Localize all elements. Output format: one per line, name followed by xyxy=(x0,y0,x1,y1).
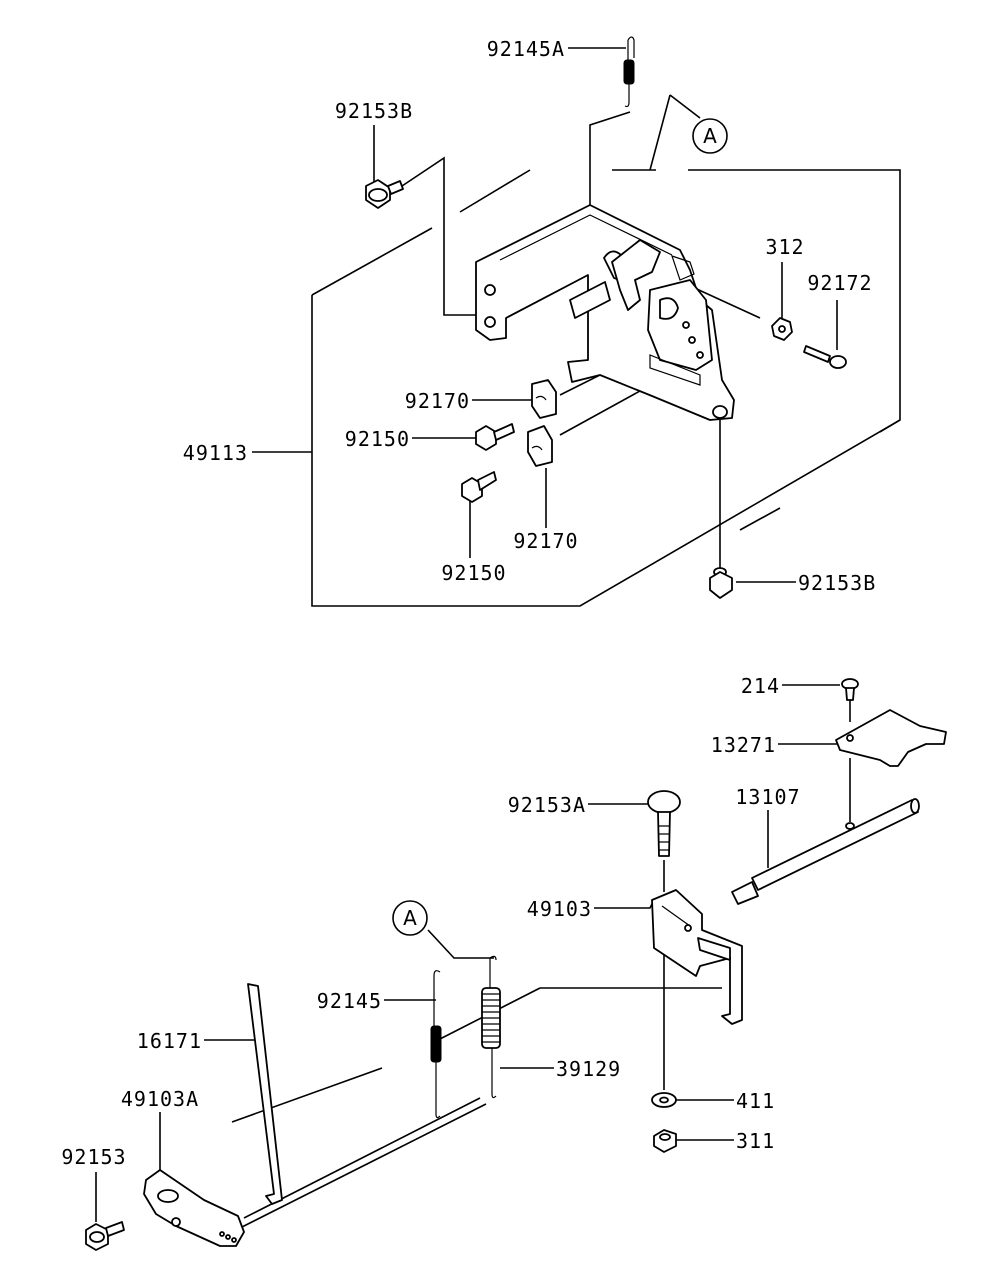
label-312: 312 xyxy=(765,235,804,259)
bolt-92153B-bottom xyxy=(709,567,733,599)
label-92145: 92145 xyxy=(317,989,382,1013)
rod-16171 xyxy=(247,983,283,1205)
leader-lines-bottom xyxy=(95,684,851,1229)
label-92172: 92172 xyxy=(807,271,872,295)
assembly-outline-49113 xyxy=(252,169,901,607)
label-49103: 49103 xyxy=(527,897,592,921)
ref-a-top-text: A xyxy=(703,124,717,148)
washer-411 xyxy=(651,1092,677,1108)
nut-311 xyxy=(653,1129,677,1153)
screw-214 xyxy=(841,678,859,701)
bolt-92150-lower xyxy=(461,471,497,503)
label-92153B-bottom: 92153B xyxy=(798,571,876,595)
bolt-92153 xyxy=(85,1221,125,1251)
label-92170-lower: 92170 xyxy=(513,529,578,553)
arm-49103A xyxy=(143,1169,245,1247)
ref-a-bottom-text: A xyxy=(403,906,417,930)
label-411: 411 xyxy=(736,1089,775,1113)
label-92153: 92153 xyxy=(61,1145,126,1169)
clamp-92170-lower xyxy=(527,425,553,467)
lever-49103 xyxy=(651,889,743,1025)
label-92170-upper: 92170 xyxy=(405,389,470,413)
bolt-92153A xyxy=(647,790,681,857)
ref-a-bottom: A xyxy=(392,900,428,936)
label-92145A: 92145A xyxy=(487,37,565,61)
clamp-92170-upper xyxy=(531,379,557,419)
shaft-13107 xyxy=(731,798,920,905)
bolt-92150-upper xyxy=(475,423,515,451)
ref-a-top: A xyxy=(692,118,728,154)
spring-92145A xyxy=(623,36,635,108)
label-92153A: 92153A xyxy=(508,793,586,817)
spring-39129 xyxy=(481,955,501,1099)
label-49103A: 49103A xyxy=(121,1087,199,1111)
spring-92145 xyxy=(430,970,442,1119)
label-214: 214 xyxy=(741,674,780,698)
label-13107: 13107 xyxy=(735,785,800,809)
label-13271: 13271 xyxy=(711,733,776,757)
label-311: 311 xyxy=(736,1129,775,1153)
plate-13271 xyxy=(835,709,947,767)
label-92150-lower: 92150 xyxy=(441,561,506,585)
bolt-92153B-top xyxy=(365,179,404,209)
nut-312 xyxy=(771,317,793,341)
label-16171: 16171 xyxy=(137,1029,202,1053)
label-92150-upper: 92150 xyxy=(345,427,410,451)
control-bracket xyxy=(475,204,735,421)
label-92153B-top: 92153B xyxy=(335,99,413,123)
label-39129: 39129 xyxy=(556,1057,621,1081)
label-49113: 49113 xyxy=(183,441,248,465)
screw-92172 xyxy=(803,345,847,369)
